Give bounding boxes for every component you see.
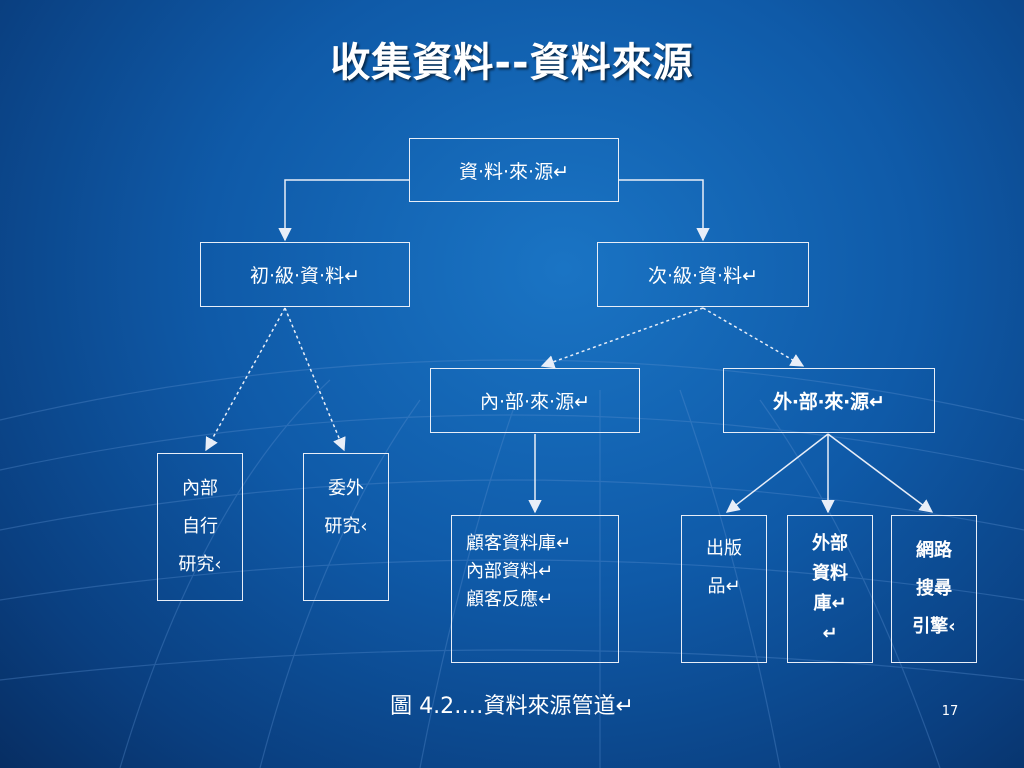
node-search-engine-line: 搜尋 bbox=[916, 578, 952, 599]
node-internal-data-line: 內部資料↵ bbox=[466, 561, 554, 582]
node-search-engine-line: 網路 bbox=[916, 540, 952, 561]
node-internal-source-label: 內‧部‧來‧源↵ bbox=[479, 391, 591, 413]
page-number: 17 bbox=[941, 704, 959, 719]
primary-to-internal-research-arrow bbox=[205, 307, 286, 452]
node-publications-line: 品↵ bbox=[707, 576, 741, 597]
primary-to-outsourced-research-arrow bbox=[284, 307, 346, 452]
secondary-to-external-arrow bbox=[702, 307, 805, 367]
node-internal-data-line: 顧客反應↵ bbox=[466, 589, 554, 610]
node-data-sources: 資‧料‧來‧源↵ bbox=[409, 138, 619, 202]
node-internal-source: 內‧部‧來‧源↵ bbox=[430, 368, 640, 433]
node-internal-research: 內部 自行 研究‹ bbox=[157, 453, 243, 601]
external-to-publications-arrow bbox=[725, 433, 829, 513]
node-outsourced-research: 委外 研究‹ bbox=[303, 453, 389, 601]
node-secondary-data-label: 次‧級‧資‧料↵ bbox=[647, 265, 759, 287]
node-outsourced-research-line: 研究‹ bbox=[324, 516, 368, 537]
node-external-database-line: 外部 bbox=[812, 533, 848, 554]
figure-caption: 圖 4.2‥‥資料來源管道↵ bbox=[390, 694, 634, 719]
root-to-secondary-arrow bbox=[618, 179, 710, 242]
node-external-source: 外‧部‧來‧源↵ bbox=[723, 368, 935, 433]
node-search-engine-line: 引擎‹ bbox=[912, 616, 956, 637]
slide-title: 收集資料--資料來源 bbox=[330, 40, 694, 86]
node-primary-data: 初‧級‧資‧料↵ bbox=[200, 242, 410, 307]
node-search-engine: 網路 搜尋 引擎‹ bbox=[891, 515, 977, 663]
node-external-database-line: 庫↵ bbox=[813, 593, 847, 614]
node-secondary-data: 次‧級‧資‧料↵ bbox=[597, 242, 809, 307]
node-external-database-line: 資料 bbox=[812, 563, 848, 584]
node-publications: 出版 品↵ bbox=[681, 515, 767, 663]
node-internal-data-list: 顧客資料庫↵ 內部資料↵ 顧客反應↵ bbox=[451, 515, 619, 663]
node-internal-data-line: 顧客資料庫↵ bbox=[466, 533, 572, 554]
node-outsourced-research-line: 委外 bbox=[328, 478, 364, 499]
node-external-source-label: 外‧部‧來‧源↵ bbox=[773, 391, 885, 413]
node-primary-data-label: 初‧級‧資‧料↵ bbox=[249, 265, 361, 287]
node-internal-research-line: 內部 bbox=[182, 478, 218, 499]
node-data-sources-label: 資‧料‧來‧源↵ bbox=[458, 160, 570, 183]
node-publications-line: 出版 bbox=[706, 538, 742, 559]
node-internal-research-line: 研究‹ bbox=[178, 554, 222, 575]
node-internal-research-line: 自行 bbox=[182, 516, 218, 537]
external-to-search-engine-arrow bbox=[827, 433, 934, 513]
node-external-database-line: ↵ bbox=[822, 623, 838, 644]
root-to-primary-arrow bbox=[278, 179, 410, 242]
node-external-database: 外部 資料 庫↵ ↵ bbox=[787, 515, 873, 663]
secondary-to-internal-arrow bbox=[540, 307, 704, 369]
